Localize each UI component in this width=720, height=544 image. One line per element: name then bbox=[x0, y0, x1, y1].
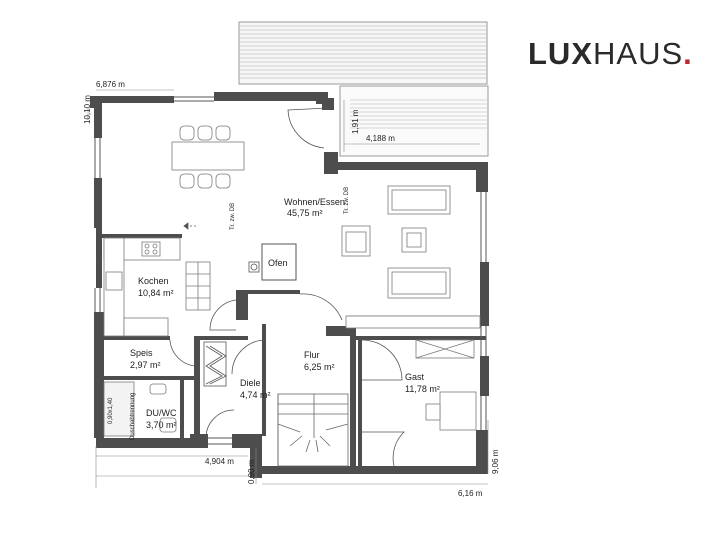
room-area-kochen: 10,84 m² bbox=[138, 288, 174, 298]
staircase bbox=[277, 393, 349, 467]
brand-bold: LUX bbox=[528, 36, 593, 71]
room-area-dusche: 3,70 m² bbox=[146, 420, 177, 430]
room-label-wohnen: Wohnen/Essen bbox=[284, 197, 345, 207]
room-area-diele: 4,74 m² bbox=[240, 390, 271, 400]
room-area-wohnen: 45,75 m² bbox=[287, 208, 323, 218]
kitchen-units bbox=[103, 237, 211, 337]
oven bbox=[248, 243, 297, 281]
note-door-1: Tr. zw. DB bbox=[230, 203, 236, 230]
dim-right-height: 9,06 m bbox=[491, 449, 500, 474]
dim-bottom-left-width: 4,904 m bbox=[205, 457, 234, 466]
room-label-speis: Speis bbox=[130, 348, 153, 358]
guest-furniture bbox=[415, 339, 477, 431]
room-label-flur: Flur bbox=[304, 350, 320, 360]
dim-top-left-width: 6,876 m bbox=[96, 80, 125, 89]
terrace-decking bbox=[238, 21, 489, 157]
brand-light: HAUS bbox=[593, 36, 684, 71]
room-label-diele: Diele bbox=[240, 378, 261, 388]
walls bbox=[90, 92, 489, 478]
dim-bottom-right-width: 6,16 m bbox=[458, 489, 483, 498]
windows bbox=[94, 96, 487, 445]
note-shower-size: 0,90x1,40 bbox=[108, 397, 114, 424]
brand-dot: . bbox=[683, 36, 693, 71]
wardrobe bbox=[203, 341, 227, 387]
room-label-dusche: DU/WC bbox=[146, 408, 177, 418]
brand-logo: LUXHAUS. bbox=[528, 38, 693, 69]
room-area-flur: 6,25 m² bbox=[304, 362, 335, 372]
living-furniture bbox=[341, 185, 481, 329]
dim-terrace-width: 4,188 m bbox=[366, 134, 395, 143]
dimension-lines bbox=[87, 89, 489, 488]
note-door-2: Tr. zw. DB bbox=[344, 187, 350, 214]
room-label-gast: Gast bbox=[405, 372, 425, 382]
room-area-speis: 2,97 m² bbox=[130, 360, 161, 370]
direction-arrow-icon bbox=[183, 222, 198, 230]
room-label-ofen: Ofen bbox=[268, 258, 288, 268]
dim-terrace-depth: 1,91 m bbox=[351, 109, 360, 134]
note-shower: Duschabtrennung bbox=[130, 393, 136, 440]
room-area-gast: 11,78 m² bbox=[405, 384, 440, 394]
room-label-kochen: Kochen bbox=[138, 276, 169, 286]
dim-left-height: 10,10 m bbox=[83, 95, 92, 124]
doors bbox=[169, 107, 405, 467]
dining-set bbox=[171, 125, 245, 189]
dim-entry-depth: 0,90 m bbox=[247, 459, 256, 484]
bathroom-fixtures bbox=[103, 381, 177, 437]
